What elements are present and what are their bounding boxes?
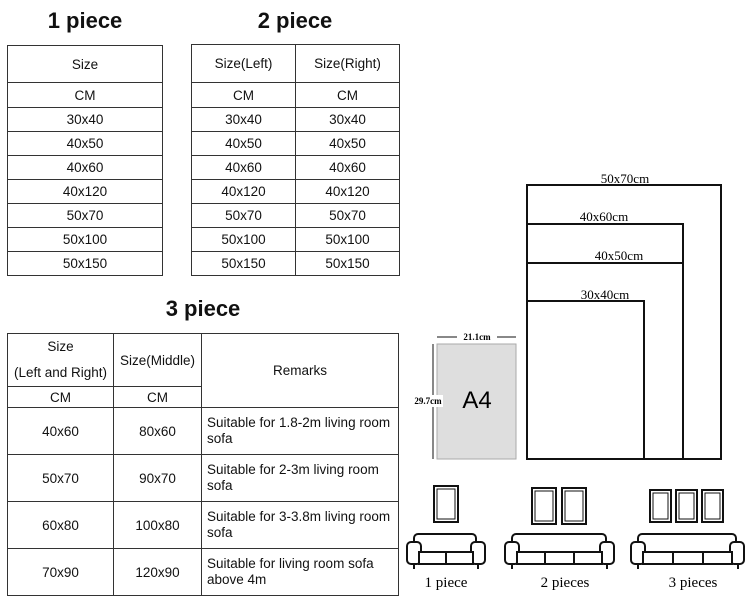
two-piece-title: 2 piece xyxy=(257,8,333,33)
size-side-header: Size(Left and Right) xyxy=(7,333,114,387)
size-cell: 70x90 xyxy=(7,548,114,596)
size-cell: 90x70 xyxy=(113,454,202,502)
size-cell: 50x70 xyxy=(7,454,114,502)
size-cell: 50x70 xyxy=(7,203,163,228)
sofa-icon xyxy=(504,533,615,569)
size-cell: 50x150 xyxy=(295,251,400,276)
size-cell: 50x70 xyxy=(191,203,296,228)
unit-cell: CM xyxy=(295,82,400,108)
a4-width-label: 21.1cm xyxy=(463,332,491,342)
unit-cell: CM xyxy=(191,82,296,108)
size-cell: 30x40 xyxy=(7,107,163,132)
frame-50x70-label: 50x70cm xyxy=(601,171,649,186)
remark-cell: Suitable for 2-3m living room sofa xyxy=(201,454,399,502)
size-cell: 120x90 xyxy=(113,548,202,596)
a4-height-label: 29.7cm xyxy=(414,396,442,406)
size-cell: 40x60 xyxy=(7,407,114,455)
one-piece-size-table: Size CM 30x40 40x50 40x60 40x120 50x70 5… xyxy=(7,45,163,276)
remark-cell: Suitable for 1.8-2m living room sofa xyxy=(201,407,399,455)
sofa-arrangement-illustrations: 1 piece 2 pieces 3 pieces xyxy=(406,485,745,591)
unit-cell: CM xyxy=(7,82,163,108)
remark-cell: Suitable for living room sofa above 4m xyxy=(201,548,399,596)
three-piece-title: 3 piece xyxy=(165,296,241,321)
size-cell: 40x60 xyxy=(191,155,296,180)
size-middle-header: Size(Middle) xyxy=(113,333,202,387)
size-cell: 50x100 xyxy=(295,227,400,252)
size-cell: 50x150 xyxy=(7,251,163,276)
frame-50x70-outline xyxy=(526,184,722,460)
size-cell: 40x120 xyxy=(7,179,163,204)
size-cell: 100x80 xyxy=(113,501,202,549)
size-cell: 50x100 xyxy=(7,227,163,252)
remark-cell: Suitable for 3-3.8m living room sofa xyxy=(201,501,399,549)
size-comparison-diagram: 50x70cm 40x60cm 40x50cm 30x40cm 21.1cm 2… xyxy=(413,171,722,460)
size-cell: 50x70 xyxy=(295,203,400,228)
size-cell: 80x60 xyxy=(113,407,202,455)
one-piece-title: 1 piece xyxy=(47,8,123,33)
sofa-icon xyxy=(406,533,486,569)
size-cell: 60x80 xyxy=(7,501,114,549)
size-cell: 30x40 xyxy=(191,107,296,132)
size-header: Size xyxy=(7,45,163,83)
sofa-label-1: 1 piece xyxy=(425,575,468,591)
sofa-icon xyxy=(630,533,745,569)
size-cell: 40x120 xyxy=(191,179,296,204)
size-right-header: Size(Right) xyxy=(295,44,400,83)
size-cell: 40x60 xyxy=(7,155,163,180)
size-cell: 40x50 xyxy=(295,131,400,156)
frame-40x50-label: 40x50cm xyxy=(595,248,643,263)
a4-label: A4 xyxy=(462,387,491,414)
frame-40x60-label: 40x60cm xyxy=(580,209,628,224)
size-cell: 40x60 xyxy=(295,155,400,180)
frame-30x40-label: 30x40cm xyxy=(581,287,629,302)
size-cell: 50x150 xyxy=(191,251,296,276)
size-left-header: Size(Left) xyxy=(191,44,296,83)
three-piece-size-table: Size(Left and Right) Size(Middle) Remark… xyxy=(7,333,399,596)
remarks-header: Remarks xyxy=(201,333,399,408)
unit-cell: CM xyxy=(113,386,202,408)
a4-sheet xyxy=(436,343,517,460)
sofa-label-3: 3 pieces xyxy=(669,575,718,591)
sofa-label-2: 2 pieces xyxy=(541,575,590,591)
unit-cell: CM xyxy=(7,386,114,408)
size-cell: 30x40 xyxy=(295,107,400,132)
size-cell: 40x120 xyxy=(295,179,400,204)
size-cell: 40x50 xyxy=(7,131,163,156)
size-cell: 50x100 xyxy=(191,227,296,252)
size-cell: 40x50 xyxy=(191,131,296,156)
frame-30x40-outline xyxy=(526,300,645,460)
